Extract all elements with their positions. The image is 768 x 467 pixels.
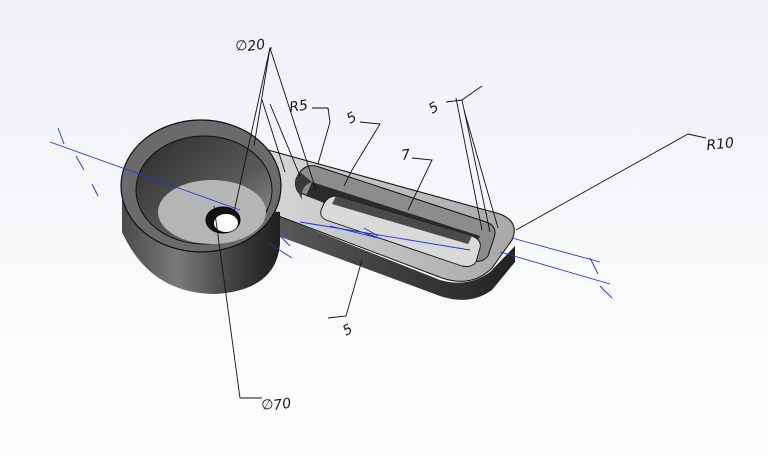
leader-hole-diameter-2 (253, 47, 271, 147)
slot-wall-left (295, 172, 312, 200)
dim-end-radius[interactable]: R10 (706, 135, 735, 154)
ref-axis-left (49, 141, 241, 211)
ref-tick-left-1 (57, 127, 65, 145)
ref-stub-2 (279, 235, 291, 247)
leader-slot-radius (312, 107, 331, 165)
leader-wall-top (351, 121, 381, 171)
ref-axis-mid-2 (329, 225, 387, 241)
ref-tick-right-2 (599, 285, 613, 299)
part-model[interactable] (120, 119, 515, 300)
dimension-leaders (213, 47, 707, 399)
ref-tick-left-3 (91, 183, 99, 197)
ref-axis-mid (299, 221, 471, 251)
leader-outer-diameter (213, 205, 262, 399)
ref-axis-right-2 (499, 251, 611, 285)
dim-slot-inner[interactable]: 7 (400, 147, 411, 164)
dim-outer-diameter[interactable]: ∅ 70 (260, 396, 292, 414)
leader-slot-radius-2 (269, 103, 301, 177)
leader-end-radius (515, 133, 707, 231)
leader-end-wall-3 (461, 85, 483, 101)
slot-inner-wall (332, 196, 472, 244)
leader-wall-top-2 (343, 169, 353, 187)
slot-inner (320, 195, 481, 267)
dim-hole-diameter[interactable]: ∅ 20 (234, 37, 266, 55)
leader-wall-bottom (327, 259, 363, 319)
diameter-symbol-hole: ∅ (234, 37, 248, 55)
ref-tick-mid (363, 227, 379, 237)
dim-hole-diameter-value: 20 (246, 37, 266, 55)
ref-tick-left-2 (75, 155, 85, 171)
ref-stub-1 (269, 243, 293, 259)
ref-tick-right-1 (589, 257, 599, 275)
arm-side-face (262, 212, 515, 300)
leader-slot-inner (407, 157, 433, 211)
ref-axis-right-1 (511, 237, 601, 263)
diameter-symbol-outer: ∅ (260, 396, 274, 414)
center-hole-lit (214, 214, 238, 232)
dim-outer-diameter-value: 70 (272, 396, 292, 414)
dim-slot-radius[interactable]: R5 (288, 98, 309, 116)
reference-dimensions (49, 127, 613, 299)
leader-hole-diameter-3 (269, 47, 317, 191)
leader-end-wall-2 (455, 97, 483, 231)
leader-slot-radius-3 (261, 99, 286, 173)
leader-end-wall-4 (463, 109, 499, 229)
